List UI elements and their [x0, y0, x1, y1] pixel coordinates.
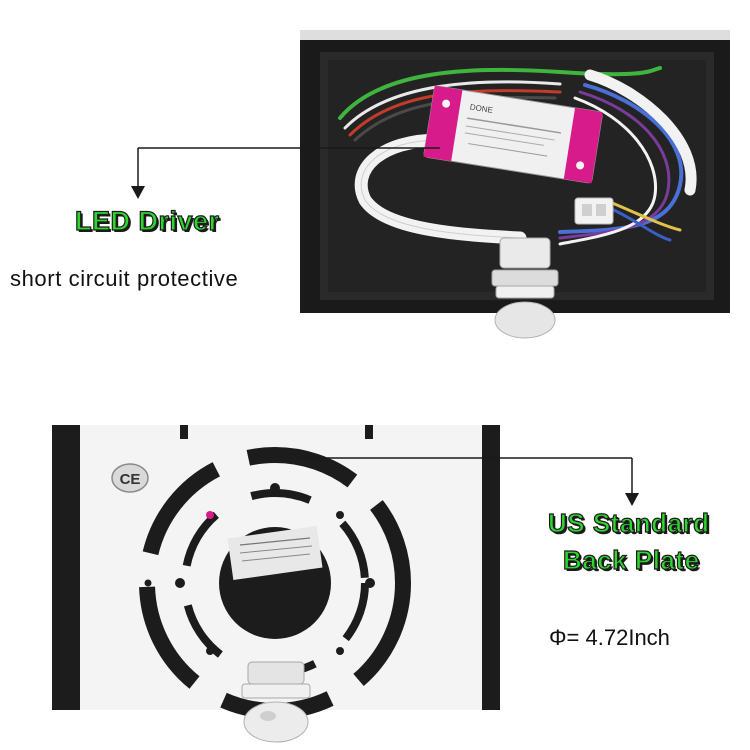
led-driver-title: LED Driver	[74, 205, 220, 236]
back-plate-diameter: Φ= 4.72Inch	[549, 625, 670, 650]
led-driver-callout	[131, 147, 440, 199]
ce-mark-text: CE	[120, 471, 141, 488]
back-plate-title-line2: Back Plate	[562, 544, 700, 575]
driver-feature-note: short circuit protective	[10, 266, 239, 291]
bottom-motion-sensor	[241, 661, 311, 743]
wire-connector	[574, 197, 614, 225]
back-plate-title-line1: US Standard	[547, 507, 710, 538]
back-plate-callout	[298, 457, 639, 506]
led-driver-box: DONE	[423, 85, 603, 184]
top-motion-sensor	[491, 237, 559, 339]
back-plate	[139, 447, 411, 719]
driver-brand-label: DONE	[469, 102, 493, 115]
ce-mark: CE	[111, 463, 149, 493]
